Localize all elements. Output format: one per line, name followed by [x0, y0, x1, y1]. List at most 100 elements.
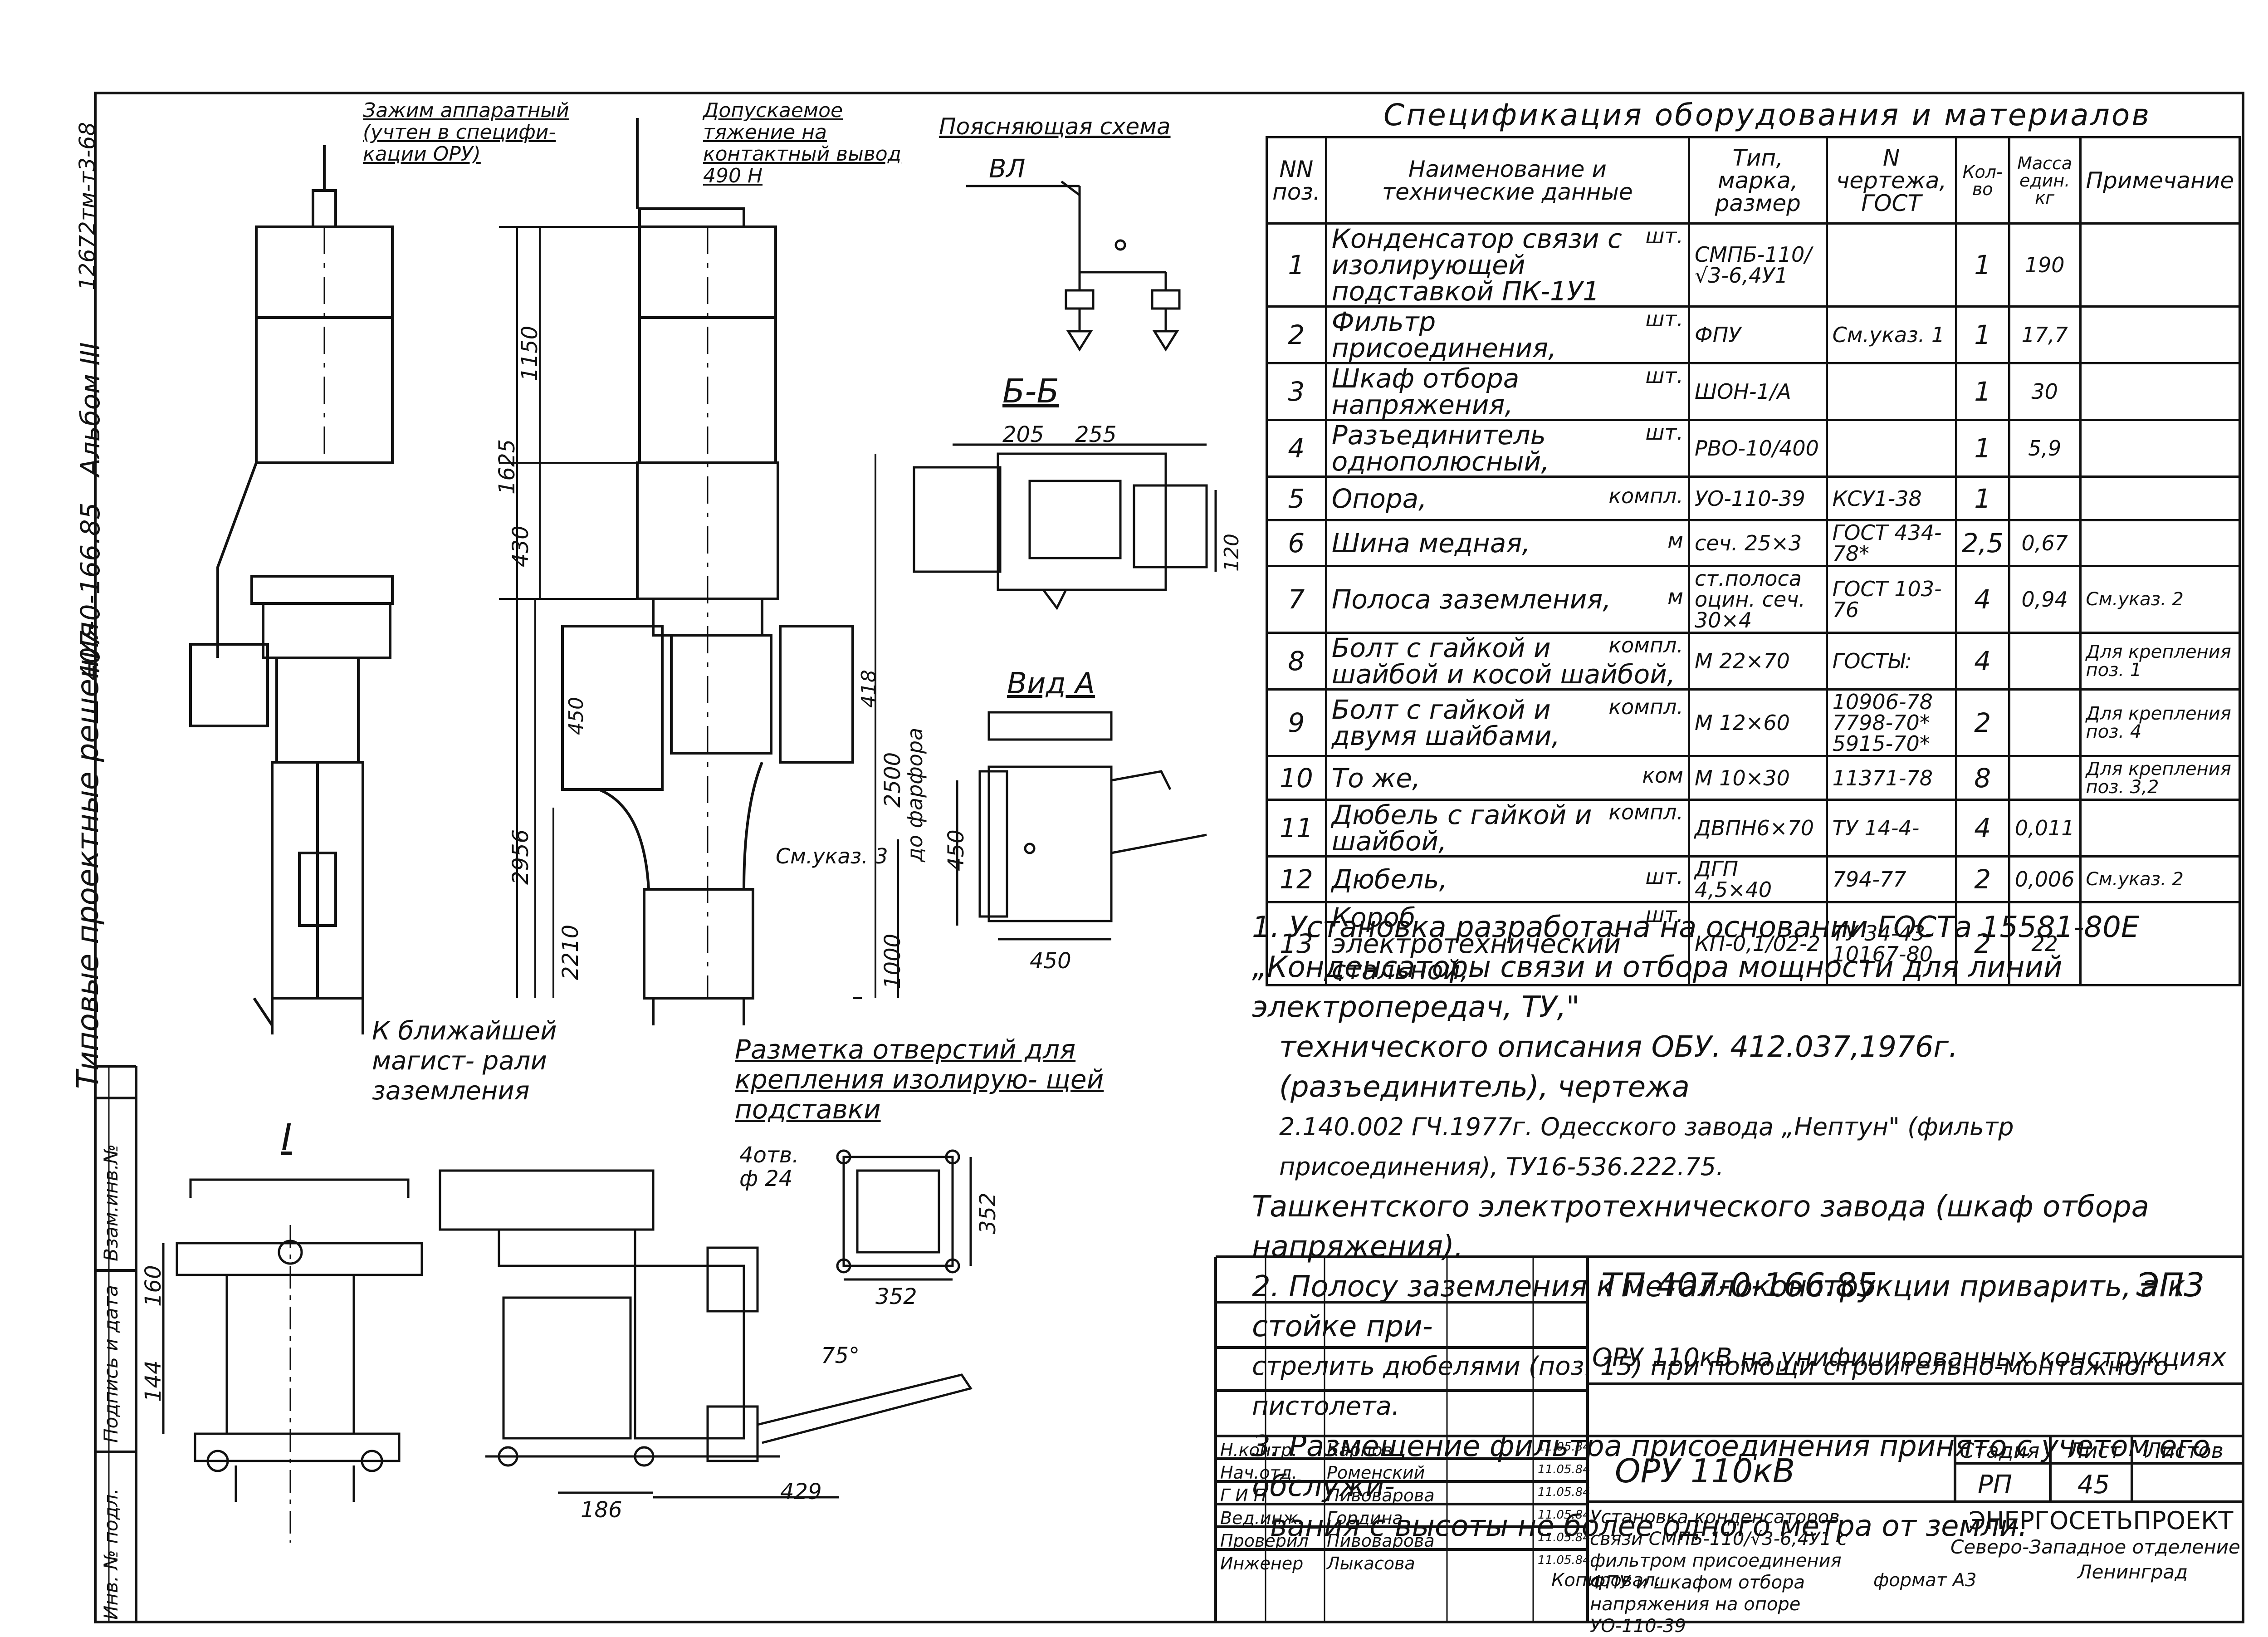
spec-cell-num: 5	[1266, 475, 1327, 521]
spec-cell-num: 1	[1266, 222, 1327, 308]
dim-1000: 1000	[880, 933, 905, 989]
format-label: формат А3	[1873, 1570, 1977, 1591]
holes-spec: 4отв. ф 24	[739, 1142, 799, 1191]
dim-429: 429	[780, 1479, 822, 1505]
spec-item-name: Конденсатор связи с изолирующей подставк…	[1331, 223, 1622, 307]
spec-cell-gost: 10906-78 7798-70* 5915-70*	[1825, 688, 1957, 757]
series-label: Типовые проектные решения	[70, 622, 105, 1089]
spec-item-unit: компл.	[1608, 800, 1683, 824]
signature-date: 11.05.84	[1538, 1463, 1590, 1476]
node-i-detail	[162, 1178, 423, 1543]
section-bb-title: Б-Б	[1002, 372, 1059, 410]
spec-cell-num: 6	[1266, 519, 1327, 567]
spec-cell-note	[2079, 475, 2241, 521]
spec-cell-qty: 1	[1955, 222, 2010, 308]
note-line: вания с высоты не более одного метра от …	[1270, 1510, 2028, 1543]
signature-date: 11.05.84	[1538, 1440, 1590, 1454]
spec-item-name: Болт с гайкой и шайбой и косой шайбой,	[1331, 632, 1676, 690]
spec-cell-name: шт. Дюбель,	[1325, 855, 1690, 903]
spec-cell-note	[2079, 799, 2241, 858]
spec-item-name: Болт с гайкой и двумя шайбами,	[1331, 694, 1560, 751]
sheet-title: Установка конденсаторов связи СМПБ-110/√…	[1590, 1507, 1848, 1637]
signature-name: Гордина	[1327, 1508, 1403, 1528]
spec-cell-note: Для крепления поз. 4	[2079, 688, 2241, 757]
drawing-frame	[94, 92, 2244, 1623]
object-title: ОРУ 110кВ	[1615, 1452, 1795, 1490]
spec-cell-mass: 5,9	[2008, 419, 2082, 478]
signature-name: Пивоварова	[1327, 1531, 1435, 1551]
spec-cell-note	[2079, 519, 2241, 567]
signature-role: Инженер	[1220, 1554, 1304, 1573]
spec-cell-gost	[1825, 222, 1957, 308]
scheme-vl-label: ВЛ	[989, 154, 1026, 184]
spec-cell-qty: 4	[1955, 565, 2010, 634]
hole-marking	[836, 1149, 972, 1281]
spec-cell-num: 12	[1266, 855, 1327, 903]
spec-item-name: Дюбель,	[1331, 864, 1448, 895]
note-line: технического описания ОБУ. 412.037,1976г…	[1279, 1030, 1958, 1104]
spec-cell-num: 8	[1266, 632, 1327, 691]
spec-cell-mass: 17,7	[2008, 305, 2082, 364]
spec-cell-name: шт.Короб электротехнический стальной,	[1325, 901, 1690, 986]
spec-cell-type: ДВПН6×70	[1687, 799, 1828, 858]
note-line: 2.140.002 ГЧ.1977г. Одесского завода „Не…	[1279, 1113, 2014, 1181]
spec-item-unit: шт.	[1645, 864, 1683, 889]
spec-cell-num: 4	[1266, 419, 1327, 478]
spec-cell-gost: См.указ. 1	[1825, 305, 1957, 364]
org-name: ЭНЕРГОСЕТЬПРОЕКТ	[1969, 1506, 2234, 1535]
spec-cell-note: Для крепления поз. 3,2	[2079, 755, 2241, 801]
spec-cell-qty: 1	[1955, 475, 2010, 521]
signature-date: 11.05.84	[1538, 1554, 1590, 1567]
spec-item-name: Опора,	[1331, 483, 1427, 514]
spec-cell-mass: 0,011	[2008, 799, 2082, 858]
spec-cell-type: М 10×30	[1687, 755, 1828, 801]
spec-cell-num: 11	[1266, 799, 1327, 858]
dim-352-vertical: 352	[975, 1192, 1001, 1234]
dim-450-front: 450	[565, 697, 588, 735]
spec-cell-note	[2079, 419, 2241, 478]
spec-cell-mass: 22	[2008, 901, 2082, 986]
dim-430: 430	[508, 525, 533, 567]
spec-cell-qty: 4	[1955, 632, 2010, 691]
spec-header-gost: N чертежа, ГОСТ	[1825, 136, 1957, 225]
spec-cell-type: сеч. 25×3	[1687, 519, 1828, 567]
signature-role: Вед.инж.	[1220, 1508, 1304, 1528]
spec-cell-gost: ТУ 34-43-10167-80	[1825, 901, 1957, 986]
spec-cell-name: шт. Конденсатор связи с изолирующей подст…	[1325, 222, 1690, 308]
signature-name: Карпов	[1327, 1440, 1393, 1460]
spec-cell-name: шт.Разъединитель однополюсный,	[1325, 419, 1690, 478]
spec-cell-gost: ГОСТЫ:	[1825, 632, 1957, 691]
title-block-grid	[1214, 1255, 2243, 1622]
signature-name: Пивоварова	[1327, 1485, 1435, 1505]
stamp-inv: Инв. № подл.	[100, 1488, 122, 1620]
dimension-lines	[499, 226, 899, 999]
callout-lead: Допускаемое тяжение на контактный вывод …	[703, 99, 902, 187]
spec-cell-type: УО-110-39	[1687, 475, 1828, 521]
spec-header-type: Тип, марка, размер	[1687, 136, 1828, 225]
spec-table: NN поз. Наименование и технические данны…	[1266, 136, 2241, 986]
spec-cell-note	[2079, 222, 2241, 308]
sheets-label: Листов	[2146, 1438, 2224, 1463]
spec-item-unit: шт.	[1645, 902, 1683, 927]
sheet-value: 45	[2077, 1470, 2110, 1500]
dim-450-view-a-bottom: 450	[1030, 948, 1071, 974]
spec-cell-type: М 12×60	[1687, 688, 1828, 757]
signature-role: Проверил	[1220, 1531, 1309, 1551]
spec-cell-qty: 4	[1955, 799, 2010, 858]
spec-item-unit: компл.	[1608, 483, 1683, 508]
note-line: 2. Полосу заземления к металлоконструкци…	[1252, 1270, 2185, 1343]
stage-value: РП	[1978, 1470, 2012, 1500]
spec-cell-qty: 2	[1955, 855, 2010, 903]
spec-cell-qty: 8	[1955, 755, 2010, 801]
spec-item-unit: шт.	[1645, 224, 1683, 248]
